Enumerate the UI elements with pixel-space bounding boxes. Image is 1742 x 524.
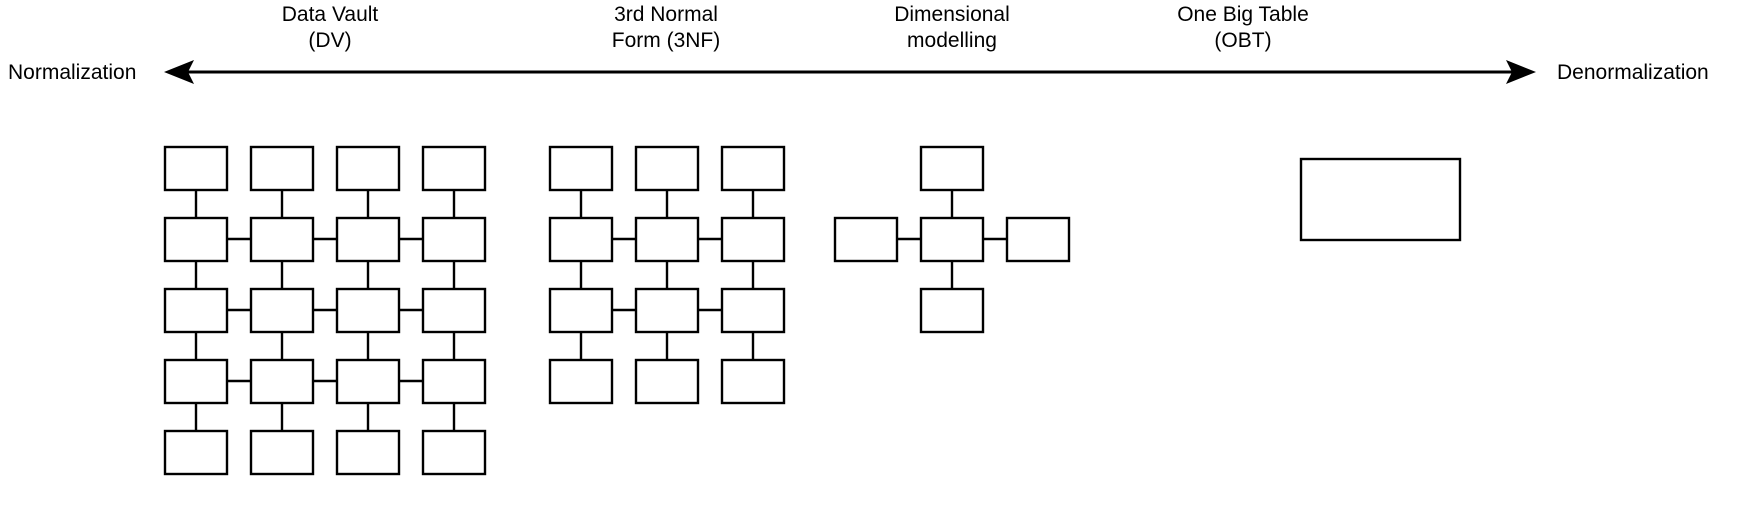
arrowhead-left-icon xyxy=(164,60,194,84)
arrowhead-right-icon xyxy=(1506,60,1536,84)
figure-data-vault xyxy=(160,140,500,524)
figure-third-normal-form xyxy=(545,140,805,460)
column-header-third-normal-form: 3rd Normal Form (3NF) xyxy=(611,3,721,52)
dim-table-box xyxy=(833,145,1071,334)
column-header-data-vault: Data Vault (DV) xyxy=(281,3,379,52)
axis-label-denormalization: Denormalization xyxy=(1557,61,1709,84)
dv-table-box xyxy=(163,145,487,476)
obt-table-box xyxy=(1299,157,1462,242)
figure-dimensional-modelling xyxy=(830,140,1080,340)
column-header-dimensional-modelling: Dimensional modelling xyxy=(894,3,1010,52)
spectrum-arrow xyxy=(150,52,1550,97)
figure-one-big-table xyxy=(1296,154,1476,254)
tnf-table-box xyxy=(548,145,786,405)
axis-label-normalization: Normalization xyxy=(8,61,137,84)
column-header-one-big-table: One Big Table (OBT) xyxy=(1177,3,1309,52)
